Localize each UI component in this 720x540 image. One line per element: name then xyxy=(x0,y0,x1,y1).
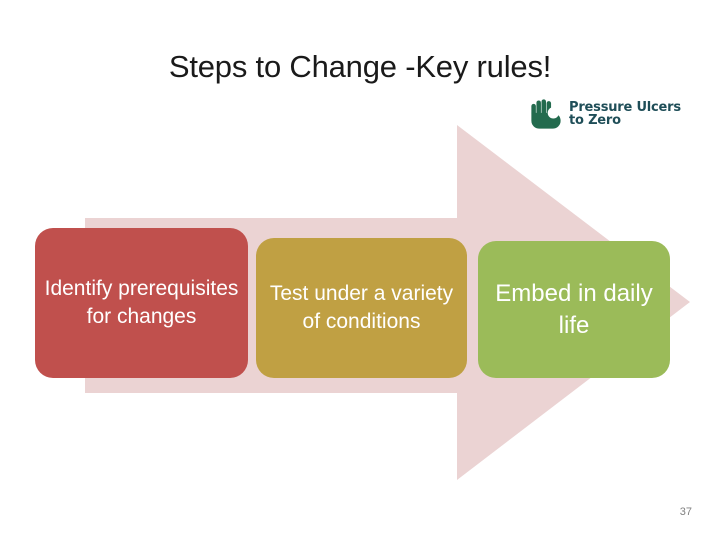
step-box-identify-prerequisites[interactable]: Identify prerequisites for changes xyxy=(35,228,248,378)
step-label: Identify prerequisites for changes xyxy=(44,277,239,328)
pressure-ulcers-to-zero-logo: Pressure Ulcers to Zero xyxy=(528,90,688,138)
step-label: Embed in daily life xyxy=(495,279,653,339)
step-box-test-conditions[interactable]: Test under a variety of conditions xyxy=(256,238,467,378)
logo-line-1: Pressure Ulcers xyxy=(569,99,681,115)
logo-line-2: to Zero xyxy=(569,113,621,128)
logo-wordmark: Pressure Ulcers to Zero xyxy=(569,99,681,128)
page-number: 37 xyxy=(679,506,692,518)
page-title: Steps to Change -Key rules! xyxy=(168,49,552,84)
step-label: Test under a variety of conditions xyxy=(269,282,454,333)
ok-hand-icon xyxy=(531,99,561,129)
step-box-embed-daily-life[interactable]: Embed in daily life xyxy=(478,241,670,378)
